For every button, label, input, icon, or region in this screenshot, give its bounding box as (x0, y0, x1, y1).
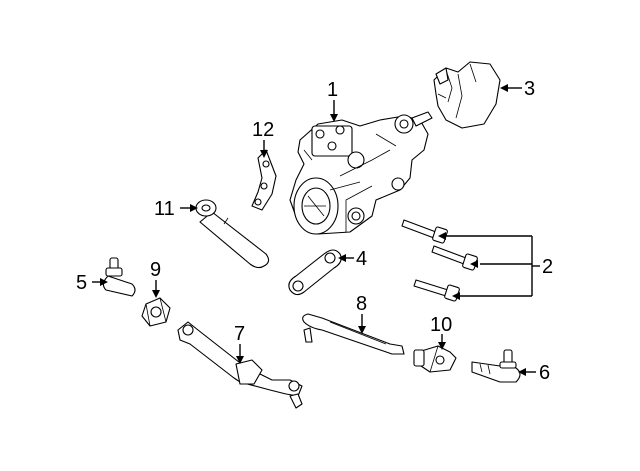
steering-gear-part[interactable] (289, 111, 433, 235)
adjuster-sleeve-part[interactable] (141, 297, 171, 327)
callout-4: 4 (356, 248, 367, 270)
tie-rod-assembly-part[interactable] (302, 313, 405, 355)
callout-7: 7 (234, 323, 245, 345)
pitman-arm-part[interactable] (288, 249, 342, 296)
mounting-bolts-part[interactable] (401, 219, 478, 302)
bracket-part[interactable] (251, 149, 277, 211)
heat-shield-part[interactable] (433, 61, 501, 129)
steering-damper-part[interactable] (195, 199, 270, 269)
callout-8: 8 (356, 293, 367, 315)
callout-3: 3 (524, 78, 535, 100)
adjuster-clamp-part[interactable] (413, 345, 457, 373)
drag-link-part[interactable] (177, 321, 303, 409)
callout-labels: 1 2 3 4 5 6 7 8 9 10 11 12 (76, 78, 553, 384)
leader-lines (92, 84, 540, 376)
callout-9: 9 (150, 259, 161, 281)
callout-12: 12 (252, 119, 274, 141)
callout-11: 11 (154, 198, 175, 220)
callout-1: 1 (327, 79, 338, 101)
callout-5: 5 (76, 272, 87, 294)
callout-10: 10 (430, 314, 452, 336)
tie-rod-end-left-part[interactable] (102, 257, 136, 297)
callout-2: 2 (542, 256, 553, 278)
callout-6: 6 (539, 362, 550, 384)
tie-rod-end-right-part[interactable] (471, 349, 521, 383)
